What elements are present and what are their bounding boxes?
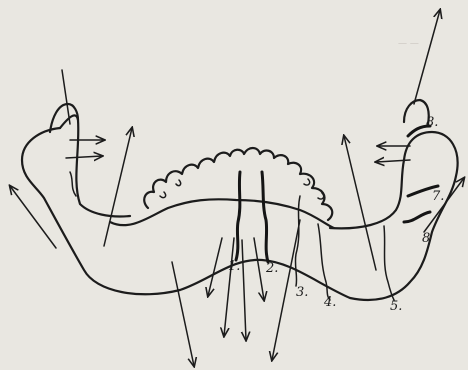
arrow-symphysis-4 <box>254 238 264 300</box>
label-2: 2. <box>265 261 278 276</box>
fracture-line-left <box>70 172 76 196</box>
arrow-left-angle <box>10 186 56 248</box>
label-3: 3. <box>296 285 308 300</box>
fracture-line-5 <box>384 226 394 300</box>
inner-body-contour <box>110 199 334 228</box>
fracture-line-2 <box>262 172 268 262</box>
fracture-line-1 <box>236 172 240 260</box>
arrow-right-ramus-up <box>344 136 376 270</box>
arrow-right-angle <box>424 178 464 232</box>
faint-pencil-mark: — — <box>398 39 419 49</box>
arrow-symphysis-1 <box>208 238 222 296</box>
fracture-line-8-lower <box>404 212 430 222</box>
label-8-lower: 8 <box>422 231 430 246</box>
label-8-upper: 8. <box>426 115 438 130</box>
arrow-left-medial-2 <box>66 156 102 158</box>
fracture-line-4 <box>318 224 330 300</box>
label-1: 1. <box>228 259 240 274</box>
label-4: 4. <box>323 295 336 310</box>
arrow-body-down-1 <box>172 262 194 366</box>
arrow-left-condyle-up <box>62 70 70 124</box>
arrow-right-condyle-up <box>414 10 440 104</box>
label-7: 7. <box>432 189 444 204</box>
right-ramus-inner <box>330 160 404 228</box>
arrow-left-ramus-up <box>104 128 132 246</box>
label-5: 5. <box>390 299 402 314</box>
right-coronoid <box>404 100 429 124</box>
left-ramus-inner <box>60 115 130 216</box>
arrow-symphysis-3 <box>242 240 246 340</box>
arrow-right-medial-2 <box>376 160 410 162</box>
tooth-details <box>160 179 324 199</box>
arrow-symphysis-2 <box>224 238 234 336</box>
